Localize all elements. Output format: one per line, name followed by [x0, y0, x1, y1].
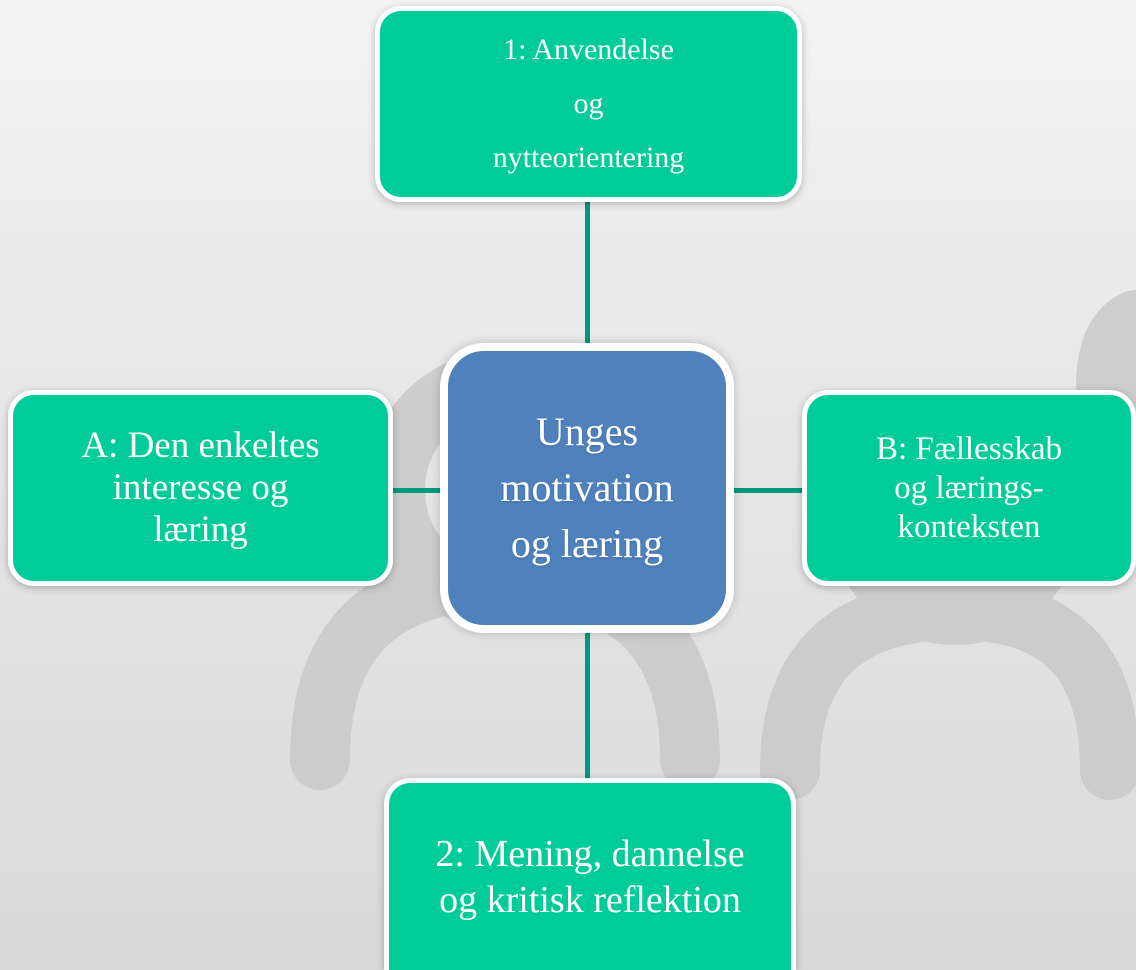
connector-top	[585, 200, 590, 346]
node-bottom-line-2: og kritisk reflektion	[439, 878, 741, 921]
connector-right	[734, 488, 804, 493]
node-left-line-3: læring	[153, 509, 248, 550]
node-right-line-3: konteksten	[897, 508, 1041, 545]
node-faellesskab: B: Fællesskab og lærings- konteksten	[802, 390, 1136, 586]
node-top-line-3: nytteorientering	[492, 141, 685, 174]
figure-body-right	[760, 579, 1136, 800]
connector-left	[392, 488, 442, 493]
node-center-line-3: og læring	[510, 521, 664, 566]
node-center-line-2: motivation	[500, 465, 674, 510]
node-top-line-2: og	[573, 87, 604, 120]
node-left-line-1: A: Den enkeltes	[81, 425, 320, 466]
node-anvendelse: 1: Anvendelse og nytteorientering	[375, 6, 802, 202]
node-right-line-1: B: Fællesskab	[875, 430, 1063, 467]
node-den-enkeltes-interesse: A: Den enkeltes interesse og læring	[8, 390, 393, 586]
node-unges-motivation: Unges motivation og læring	[440, 343, 734, 633]
connector-bottom	[585, 632, 590, 780]
node-center-line-1: Unges	[535, 409, 639, 454]
node-bottom-line-1: 2: Mening, dannelse	[435, 832, 745, 875]
node-mening-dannelse: 2: Mening, dannelse og kritisk reflektio…	[384, 778, 796, 970]
node-top-line-1: 1: Anvendelse	[503, 33, 674, 66]
node-right-line-2: og lærings-	[894, 469, 1044, 506]
node-left-line-2: interesse og	[112, 467, 289, 508]
